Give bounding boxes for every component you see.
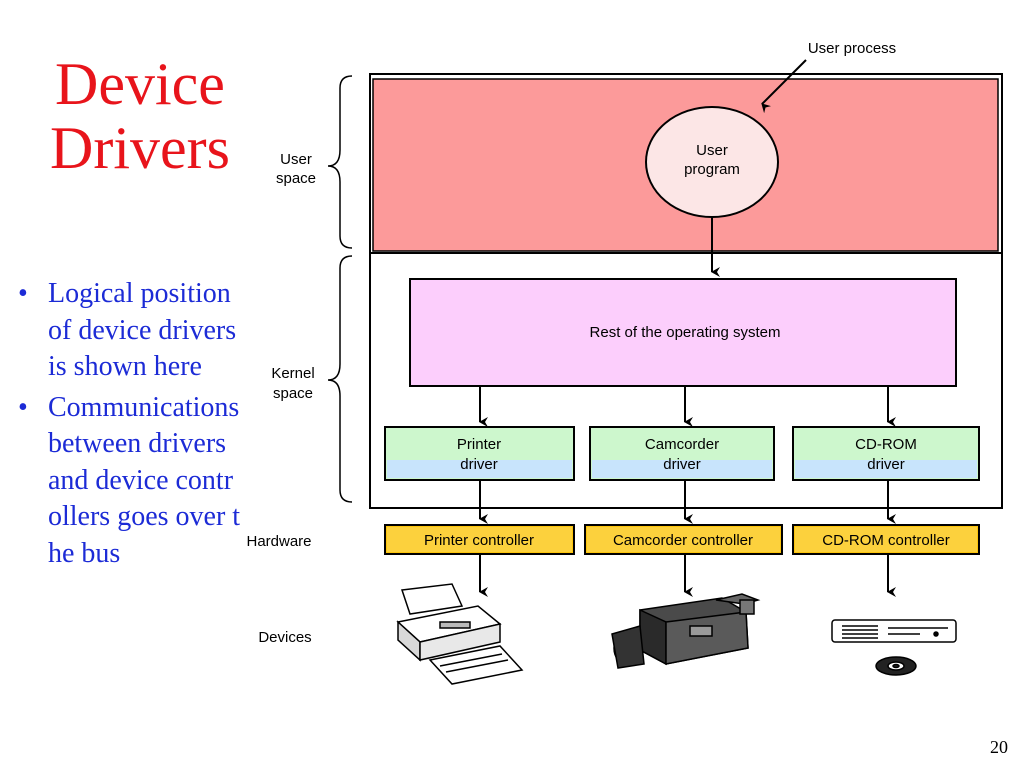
printer-controller-label: Printer controller <box>424 532 534 549</box>
user-process-label: User process <box>808 40 896 57</box>
title-line-1: Device <box>55 51 225 117</box>
user-space-label-1: User <box>280 151 312 168</box>
user-program-label-1: User <box>696 142 728 159</box>
rest-of-os-label: Rest of the operating system <box>590 324 781 341</box>
printer-driver-label-2: driver <box>460 456 498 473</box>
bullet-item: • Communications between drivers and devi… <box>16 390 242 573</box>
camcorder-controller-label: Camcorder controller <box>613 532 753 549</box>
slide-title: Device Drivers <box>40 52 240 180</box>
user-space-brace <box>327 75 353 249</box>
user-space-label-2: space <box>276 170 316 187</box>
kernel-space-label-2: space <box>273 385 313 402</box>
printer-controller-highlight <box>387 527 572 552</box>
bullet-dot: • <box>18 278 28 309</box>
printer-driver-label-1: Printer <box>457 436 501 453</box>
camcorder-driver-box: Camcorder driver <box>589 426 775 481</box>
kernel-space-brace <box>327 255 353 503</box>
printer-driver-box: Printer driver <box>384 426 575 481</box>
title-line-2: Drivers <box>50 115 230 181</box>
bullet-dot: • <box>18 391 28 423</box>
cd-disc-icon <box>875 656 917 676</box>
kernel-space-label-1: Kernel <box>271 365 314 382</box>
cdrom-controller-label: CD-ROM controller <box>822 532 950 549</box>
cdrom-drive-icon <box>831 619 957 643</box>
page-number: 20 <box>990 737 1008 757</box>
rest-of-os-box <box>409 278 957 387</box>
hardware-label: Hardware <box>246 533 311 550</box>
bullet-item: • Logical position of device drivers is s… <box>16 276 242 386</box>
camcorder-driver-label-1: Camcorder <box>645 436 719 453</box>
cdrom-driver-label-2: driver <box>867 456 905 473</box>
bullet-text: Communications between drivers and devic… <box>48 391 241 569</box>
camcorder-icon <box>611 593 761 669</box>
camcorder-controller-box <box>584 524 783 555</box>
printer-controller-box <box>384 524 575 555</box>
devices-label: Devices <box>258 629 311 646</box>
cdrom-driver-label-1: CD-ROM <box>855 436 917 453</box>
bullet-text: Logical position of device drivers is sh… <box>48 278 237 382</box>
camcorder-controller-highlight <box>587 527 780 552</box>
cdrom-driver-box: CD-ROM driver <box>792 426 980 481</box>
camcorder-driver-label-2: driver <box>663 456 701 473</box>
bullet-list: • Logical position of device drivers is s… <box>16 276 242 576</box>
cdrom-controller-box <box>792 524 980 555</box>
user-program-label-2: program <box>684 161 740 178</box>
user-process-arrow <box>761 59 807 114</box>
cdrom-controller-highlight <box>795 527 977 552</box>
printer-icon <box>396 583 524 685</box>
